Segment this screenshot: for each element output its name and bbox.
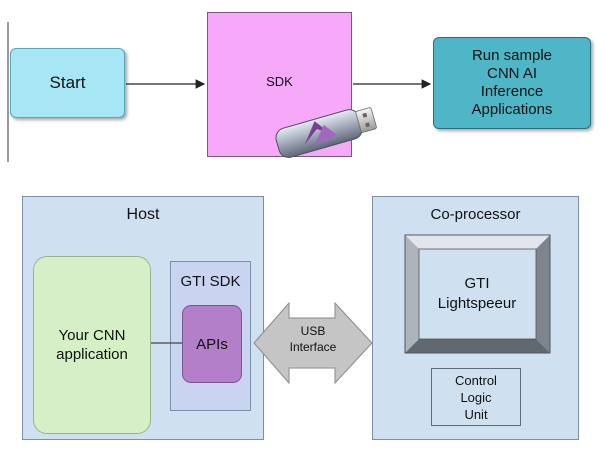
left-rule [7, 22, 9, 162]
host-title: Host [126, 206, 160, 223]
app-line-2: application [56, 346, 128, 363]
run-line-1: Run sample [471, 47, 553, 64]
gti-chip [404, 234, 551, 354]
run-line-3: Inference [480, 83, 544, 100]
app-line-1: Your CNN [58, 327, 126, 344]
coprocessor-title: Co-processor [430, 206, 521, 223]
start-label: Start [49, 73, 86, 92]
sdk-label: SDK [266, 74, 293, 89]
run-box: Run sample CNN AI Inference Applications [433, 37, 591, 129]
chip-label-line-1: GTI [465, 275, 490, 292]
run-line-2: CNN AI [486, 65, 537, 82]
start-box: Start [10, 48, 125, 118]
run-line-4: Applications [471, 101, 553, 118]
usb-stick-icon [275, 107, 377, 158]
usb-label-line-2: Interface [290, 340, 337, 354]
chip-label-line-2: Lightspeeur [438, 295, 516, 312]
gti-sdk-label: GTI SDK [180, 273, 241, 290]
cnn-app-box: Your CNN application [33, 256, 151, 434]
control-logic-box: Control Logic Unit [431, 368, 521, 426]
control-line-3: Unit [464, 406, 488, 422]
control-line-2: Logic [460, 389, 492, 405]
control-line-1: Control [455, 372, 497, 388]
apis-label: APIs [196, 335, 228, 353]
apis-box: APIs [182, 305, 242, 383]
usb-double-arrow [253, 301, 373, 385]
usb-label-line-1: USB [301, 324, 326, 338]
